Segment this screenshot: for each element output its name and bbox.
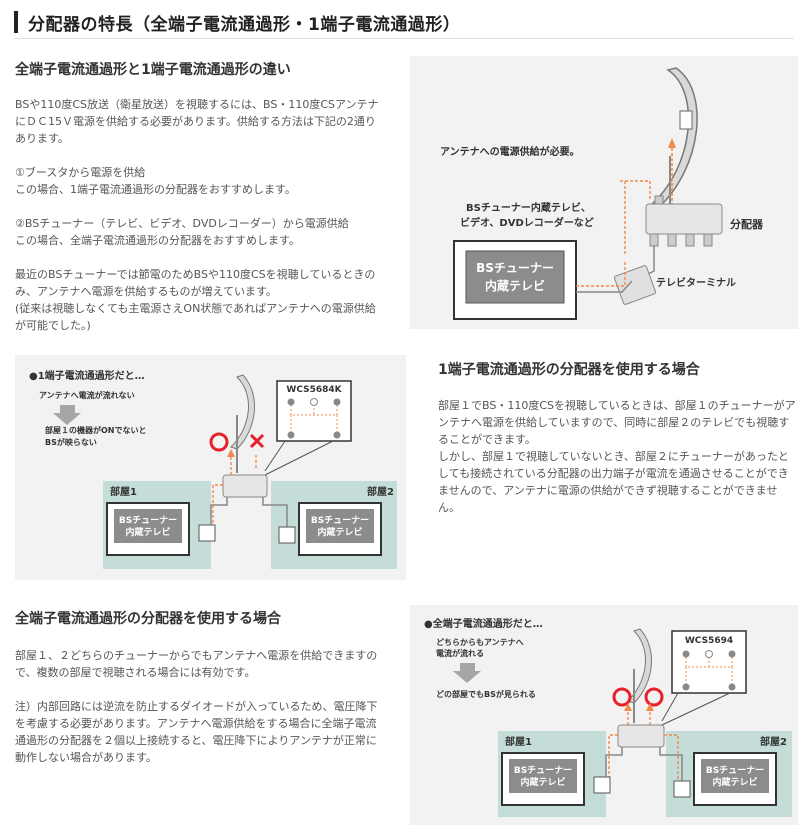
power-arrow-icon — [668, 138, 676, 148]
tv-terminal-icon — [613, 265, 657, 305]
diagram3-note1a: どちらからもアンテナへ — [436, 637, 524, 647]
antenna-dish-icon — [230, 374, 255, 450]
diagram2-note1: アンテナへ電流が流れない — [39, 390, 135, 400]
diagram2-tv2-line1: BSチューナー — [311, 515, 369, 526]
diagram2-room2-label: 部屋2 — [367, 485, 394, 498]
title-bar-accent — [14, 11, 18, 33]
diagram3-model-label: WCS5694 — [685, 636, 733, 646]
diagram1-panel: BSチューナー 内蔵テレビ アンテナへの電源供給が必要。 BSチューナー内蔵テレ… — [410, 56, 798, 329]
ng-cross-icon — [249, 433, 265, 449]
section1-para-2: ①ブースタから電源を供給 — [15, 166, 146, 179]
diagram3-room1-label: 部屋1 — [505, 735, 532, 748]
down-arrow-icon — [53, 405, 81, 425]
diagram1-power-note: アンテナへの電源供給が必要。 — [440, 145, 580, 158]
diagram1-tv-label-line1: BSチューナー — [476, 261, 554, 275]
diagram2-title: ●1端子電流通過形だと… — [29, 369, 145, 382]
section2-para-1: 部屋１でBS・110度CSを視聴しているときは、部屋１のチューナーがアンテナへ電… — [438, 399, 796, 446]
room1-tv-screen — [114, 509, 182, 543]
ok-circle-icon-2 — [644, 687, 664, 707]
diagram3-title: ●全端子電流通過形だと… — [424, 617, 543, 630]
ok-circle-icon — [209, 432, 229, 452]
diagram3-tv2-line2: 内蔵テレビ — [712, 776, 757, 788]
section1-para-6: 最近のBSチューナーでは節電のためBSや110度CSを視聴しているときのみ、アン… — [15, 268, 376, 298]
diagram3-model-box — [671, 630, 747, 694]
section1-para-7: (従来は視聴しなくても主電源さえON状態であればアンテナへの電源供給が可能でした… — [15, 302, 376, 332]
page-title-text: 分配器の特長（全端子電流通過形・1端子電流通過形） — [28, 15, 461, 35]
section3-heading: 全端子電流通過形の分配器を使用する場合 — [15, 611, 281, 627]
section1-para-1: BSや110度CS放送（衛星放送）を視聴するには、BS・110度CSアンテナにＤ… — [15, 98, 379, 145]
antenna-lnb-icon — [679, 110, 693, 130]
diagram1-tuner-devices: BSチューナー内蔵テレビ、 ビデオ、DVDレコーダーなど — [460, 201, 594, 229]
diagram2-tv1-line2: 内蔵テレビ — [125, 526, 170, 538]
diagram3-tv2-line1: BSチューナー — [706, 765, 764, 776]
section1-para-5: この場合、全端子電流通過形の分配器をおすすめします。 — [15, 234, 300, 247]
diagram3-note1b: 電流が流れる — [436, 648, 484, 658]
section3-para-1: 部屋１、２どちらのチューナーからでもアンテナへ電源を供給できますので、複数の部屋… — [15, 649, 378, 679]
diagram2-note2a: 部屋１の機器がONでないと — [45, 425, 147, 435]
diagram2-svg: ●1端子電流通過形だと… アンテナへ電流が流れない 部屋１の機器がONでないと … — [29, 369, 397, 569]
section1-para-3: この場合、1端子電流通過形の分配器をおすすめします。 — [15, 183, 296, 196]
ok-circle-icon-1 — [612, 687, 632, 707]
room2-tv-screen — [701, 759, 769, 793]
splitter-device-icon — [222, 474, 268, 498]
splitter-device-icon — [617, 724, 665, 748]
section3-para-2: 注）内部回路には逆流を防止するダイオードが入っているため、電圧降下を考慮する必要… — [15, 700, 378, 764]
section2-para-2: しかし、部屋１で視聴していないとき、部屋２にチューナーがあったとしても接続されて… — [438, 450, 789, 514]
down-arrow-icon — [453, 663, 481, 683]
diagram3-tv1-line2: 内蔵テレビ — [520, 776, 565, 788]
diagram2-tv2-line2: 内蔵テレビ — [317, 526, 362, 538]
diagram1-splitter-label: 分配器 — [730, 217, 764, 231]
room1-tv-screen — [509, 759, 577, 793]
antenna-dish-icon — [648, 67, 698, 209]
diagram3-tv1-line1: BSチューナー — [514, 765, 572, 776]
section1-body: BSや110度CS放送（衛星放送）を視聴するには、BS・110度CSアンテナにＤ… — [15, 96, 383, 334]
diagram1-svg: BSチューナー 内蔵テレビ アンテナへの電源供給が必要。 BSチューナー内蔵テレ… — [440, 67, 764, 320]
room1-terminal-icon — [198, 524, 216, 542]
diagram1-terminal-label: テレビターミナル — [656, 276, 736, 289]
diagram2-panel: ●1端子電流通過形だと… アンテナへ電流が流れない 部屋１の機器がONでないと … — [15, 355, 406, 580]
diagram1-tv-label-line2: 内蔵テレビ — [485, 278, 545, 293]
page-title: 分配器の特長（全端子電流通過形・1端子電流通過形） — [14, 8, 794, 39]
room1-terminal-icon — [593, 776, 611, 794]
tv-screen — [465, 250, 565, 304]
diagram3-panel: ●全端子電流通過形だと… どちらからもアンテナへ 電流が流れる どの部屋でもBS… — [410, 605, 798, 825]
splitter-device-icon — [645, 203, 723, 235]
diagram3-svg: ●全端子電流通過形だと… どちらからもアンテナへ 電流が流れる どの部屋でもBS… — [424, 617, 792, 817]
room2-tv-screen — [306, 509, 374, 543]
diagram2-model-label: WCS5684K — [286, 385, 342, 395]
section2-body: 部屋１でBS・110度CSを視聴しているときは、部屋１のチューナーがアンテナへ電… — [438, 397, 796, 516]
diagram2-tv1-line1: BSチューナー — [119, 515, 177, 526]
room2-terminal-icon — [278, 526, 296, 544]
diagram3-note2: どの部屋でもBSが見られる — [436, 689, 536, 699]
section3-body: 部屋１、２どちらのチューナーからでもアンテナへ電源を供給できますので、複数の部屋… — [15, 647, 383, 766]
section1-heading: 全端子電流通過形と1端子電流通過形の違い — [15, 62, 291, 78]
diagram2-note2b: BSが映らない — [45, 437, 97, 447]
room2-terminal-icon — [673, 780, 691, 798]
diagram2-room1-label: 部屋1 — [110, 485, 137, 498]
diagram3-room2-label: 部屋2 — [760, 735, 787, 748]
tuner-flow-line — [620, 180, 651, 201]
diagram2-model-box — [276, 380, 352, 442]
section1-para-4: ②BSチューナー（テレビ、ビデオ、DVDレコーダー）から電源供給 — [15, 217, 349, 230]
section2-heading: 1端子電流通過形の分配器を使用する場合 — [438, 362, 700, 378]
